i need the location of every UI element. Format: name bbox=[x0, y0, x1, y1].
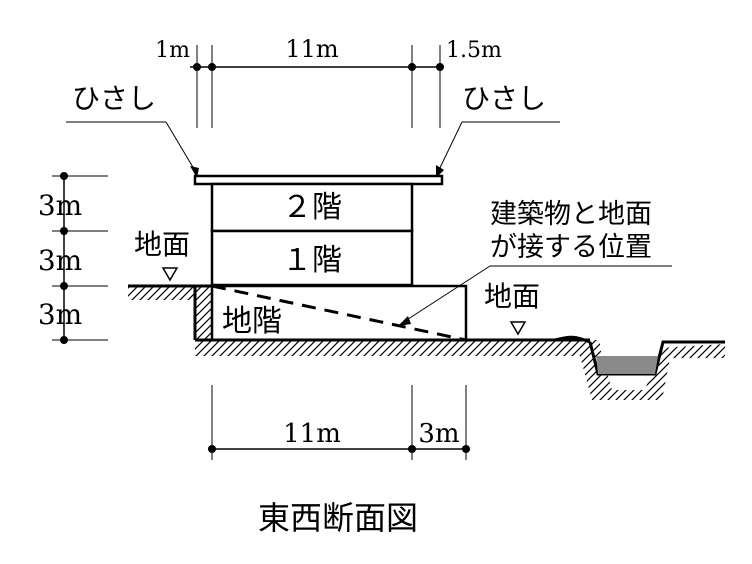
label-contact-2: が接する位置 bbox=[490, 232, 652, 263]
dim-height-1f: 3m bbox=[38, 244, 82, 277]
dim-height-b1: 3m bbox=[38, 298, 82, 331]
ground-mark-left bbox=[161, 267, 179, 282]
ground-mark-right bbox=[509, 321, 527, 336]
label-contact-1: 建築物と地面 bbox=[490, 199, 652, 230]
dim-top-width: 11m bbox=[285, 35, 339, 63]
label-ground-left: 地面 bbox=[134, 228, 190, 261]
hisashi-labels: ひさし ひさし bbox=[66, 82, 560, 178]
dim-height-2f: 3m bbox=[38, 189, 82, 222]
ground-section: 地階 bbox=[128, 284, 725, 400]
height-dimensions: 3m 3m 3m bbox=[38, 172, 108, 344]
dim-bottom-width: 11m bbox=[283, 419, 341, 449]
building: ２階 １階 bbox=[193, 174, 444, 287]
contact-callout: 建築物と地面 が接する位置 bbox=[398, 199, 672, 326]
label-basement: 地階 bbox=[222, 304, 282, 339]
dim-top-left-eave: 1m bbox=[155, 38, 190, 63]
dim-top-right-eave: 1.5m bbox=[446, 38, 502, 63]
label-hisashi-right: ひさし bbox=[462, 82, 546, 115]
ground-markers: 地面 地面 bbox=[134, 228, 540, 336]
caption: 東西断面図 bbox=[258, 499, 418, 537]
label-floor-1: １階 bbox=[282, 243, 342, 278]
ditch-water bbox=[596, 356, 658, 374]
floor-2 bbox=[210, 182, 414, 233]
label-floor-2: ２階 bbox=[282, 190, 342, 225]
bottom-dimension: 11m 3m bbox=[208, 385, 470, 460]
label-ground-right: 地面 bbox=[484, 280, 540, 313]
dim-bottom-extra: 3m bbox=[418, 419, 459, 449]
label-hisashi-left: ひさし bbox=[72, 82, 156, 115]
top-dimension: 1m 11m 1.5m bbox=[155, 35, 502, 128]
contact-dashed-line bbox=[211, 284, 467, 342]
floor-1 bbox=[210, 229, 414, 287]
